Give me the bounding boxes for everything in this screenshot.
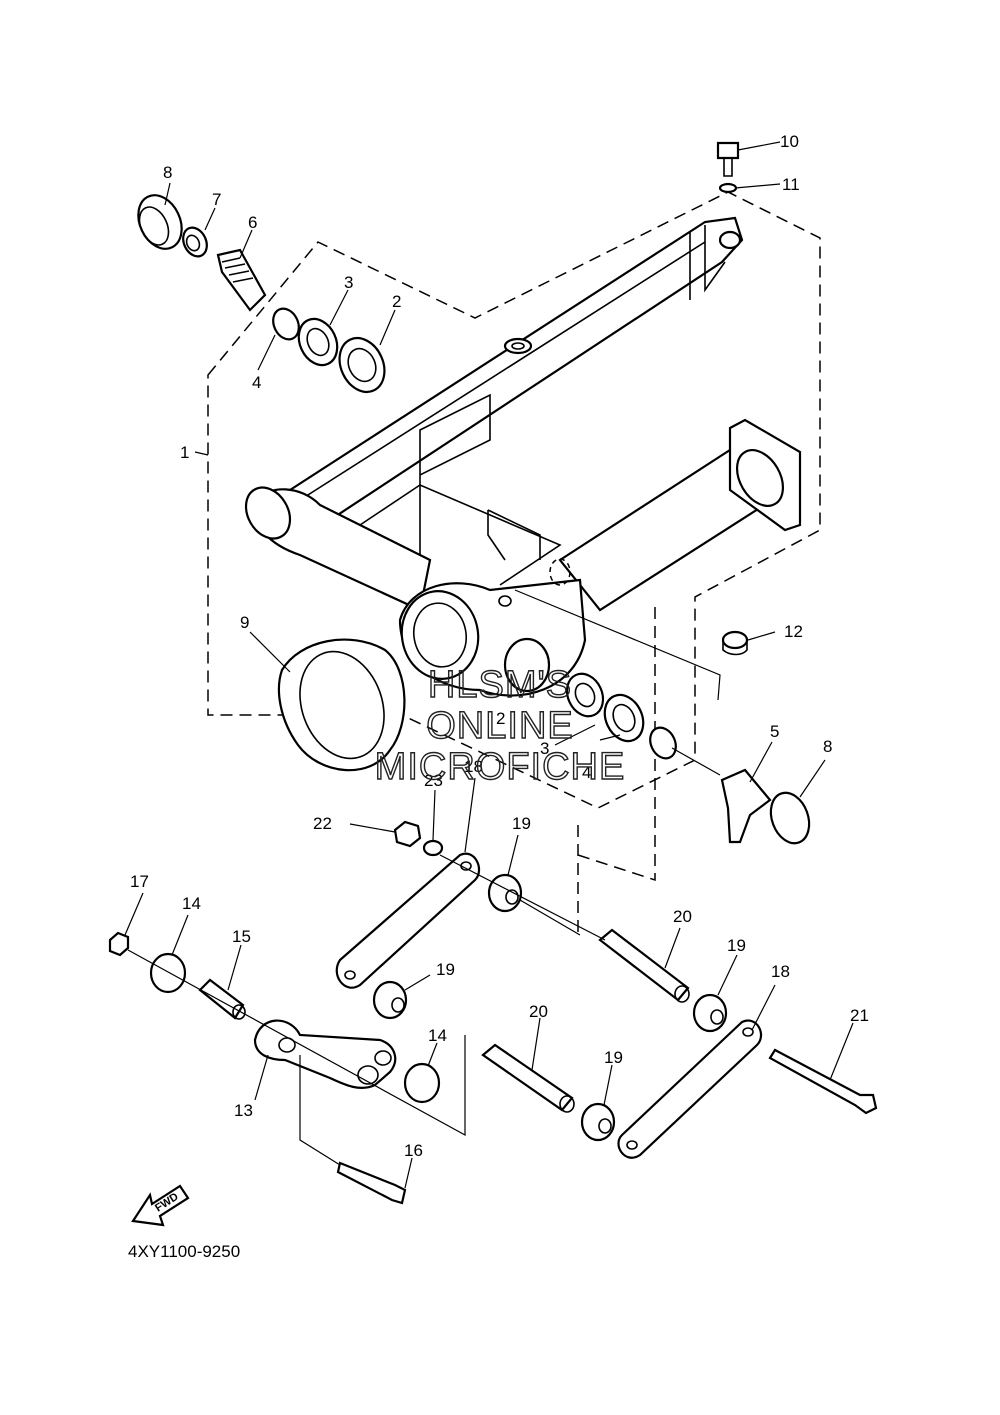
- watermark-line-1: HLSM'S: [428, 664, 572, 706]
- bolt-21: [768, 1048, 878, 1115]
- callout-20-upper: 20: [673, 907, 692, 926]
- watermark: HLSM'S ONLINE MICROFICHE: [374, 663, 626, 788]
- callout-9: 9: [240, 613, 249, 632]
- callout-2-lower: 2: [496, 709, 505, 728]
- callout-12: 12: [784, 622, 803, 641]
- bolt-10: [716, 141, 740, 177]
- callout-1: 1: [180, 443, 189, 462]
- washer-23: [422, 839, 444, 857]
- relay-arm-13: [253, 1019, 397, 1089]
- pivot-parts-right: [514, 589, 811, 845]
- leader-lines: [124, 141, 854, 1189]
- callout-4-upper: 4: [252, 373, 261, 392]
- callout-19-d: 19: [604, 1048, 623, 1067]
- callout-19-a: 19: [512, 814, 531, 833]
- callout-19-c: 19: [727, 936, 746, 955]
- washer-11: [718, 182, 738, 194]
- callout-4-lower: 4: [582, 763, 591, 782]
- callout-2-upper: 2: [392, 292, 401, 311]
- collar-15: [198, 978, 246, 1020]
- fwd-arrow: FWD: [131, 1184, 190, 1227]
- callout-22: 22: [313, 814, 332, 833]
- callout-21: 21: [850, 1006, 869, 1025]
- callout-3-lower: 3: [540, 739, 549, 758]
- collar-19-c: [692, 993, 728, 1033]
- callout-18-upper: 18: [464, 757, 483, 776]
- nut-7: [182, 226, 208, 258]
- collar-19-b: [372, 980, 408, 1020]
- callout-19-b: 19: [436, 960, 455, 979]
- spacer-20-lower: [481, 1043, 575, 1113]
- watermark-line-2: ONLINE: [426, 705, 573, 747]
- callout-14-upper: 14: [182, 894, 201, 913]
- nut-22: [393, 820, 422, 848]
- cover-9: [277, 638, 406, 772]
- callout-6: 6: [248, 213, 257, 232]
- collar-19-d: [580, 1102, 616, 1142]
- callout-8-upper: 8: [163, 163, 172, 182]
- pivot-parts-left: [137, 194, 386, 393]
- callout-11: 11: [782, 175, 800, 194]
- callout-5: 5: [770, 722, 779, 741]
- swingarm: [244, 216, 802, 697]
- callout-3-upper: 3: [344, 273, 353, 292]
- callout-17: 17: [130, 872, 149, 891]
- collar-4-left: [272, 307, 300, 341]
- nut-17: [108, 931, 130, 957]
- rod-18-upper: [335, 852, 481, 989]
- callout-23: 23: [424, 771, 443, 790]
- document-number: 4XY1100-9250: [128, 1242, 240, 1261]
- cap-8-left: [137, 194, 183, 250]
- callout-18-lower: 18: [771, 962, 790, 981]
- bolt-16: [336, 1161, 407, 1205]
- bearing-2-left: [338, 337, 386, 393]
- watermark-line-3: MICROFICHE: [375, 746, 626, 788]
- seal-3-left: [297, 317, 339, 367]
- callout-10: 10: [780, 132, 799, 151]
- callout-16: 16: [404, 1141, 423, 1160]
- callout-14-lower: 14: [428, 1026, 447, 1045]
- callout-8-lower: 8: [823, 737, 832, 756]
- linkage: [108, 820, 878, 1205]
- callouts: 1 2 2 3 3 4 4 5 6 7 8 8 9 10 11 12 13 14…: [130, 132, 869, 1160]
- collar-14-upper: [149, 952, 187, 994]
- assembly-boundary: [207, 191, 821, 935]
- rod-18-lower: [617, 1019, 763, 1159]
- collar-19-a: [487, 873, 523, 913]
- callout-20-lower: 20: [529, 1002, 548, 1021]
- spacer-20-upper: [598, 928, 690, 1003]
- callout-15: 15: [232, 927, 251, 946]
- callout-13: 13: [234, 1101, 253, 1120]
- shaft-6: [216, 248, 267, 312]
- collar-14-lower: [403, 1062, 441, 1104]
- callout-7: 7: [212, 190, 221, 209]
